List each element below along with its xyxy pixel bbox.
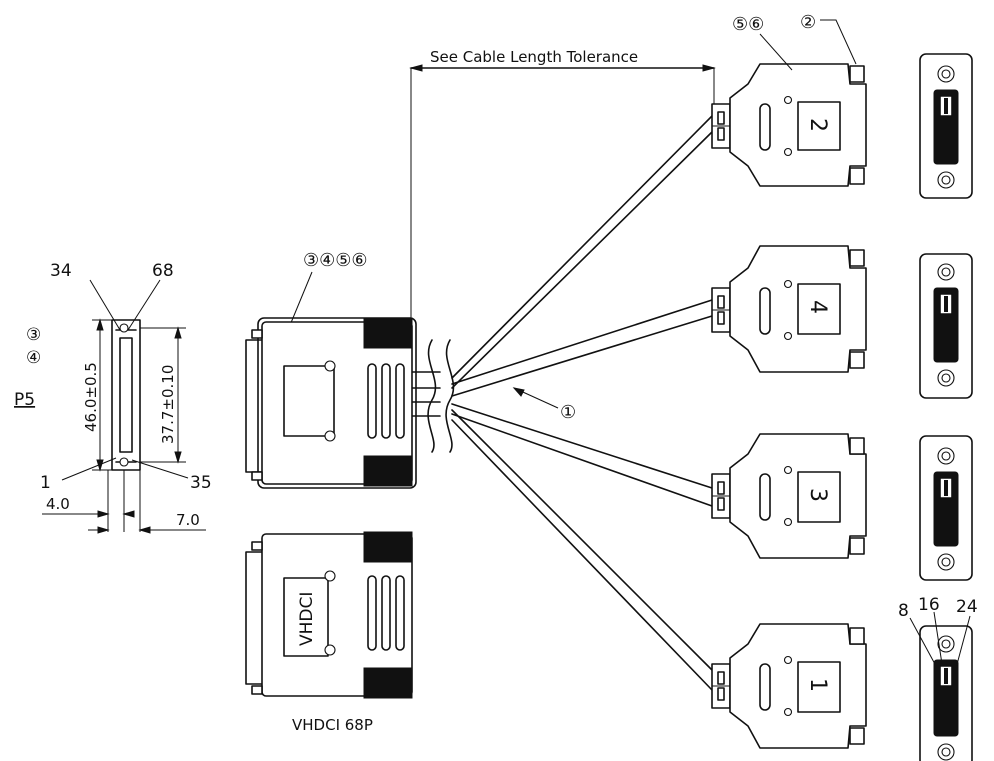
dvi-face-2 xyxy=(919,253,973,399)
callout-branch-top-pair: ⑤⑥ xyxy=(732,14,764,35)
dvi-connector-1: 1 xyxy=(711,623,867,749)
branch-label-3: 3 xyxy=(805,488,830,502)
dvi-face-1 xyxy=(919,53,973,199)
vhdci-connector-top xyxy=(245,317,417,489)
dvi-face-4: 8 16 24 xyxy=(898,595,978,761)
vhdci-caption: VHDCI 68P xyxy=(292,716,373,734)
dim-height-outer: 46.0±0.5 xyxy=(82,362,100,432)
dim-height-inner: 37.7±0.10 xyxy=(159,365,177,444)
cable-length-dimension: See Cable Length Tolerance xyxy=(409,48,716,380)
dvi-pin-8: 8 xyxy=(898,601,909,621)
pin-68-label: 68 xyxy=(152,261,174,281)
dvi-connector-4: 4 xyxy=(711,245,867,373)
dvi-pin-24: 24 xyxy=(956,597,978,617)
callout-cable: ① xyxy=(560,402,576,423)
branch-label-4: 4 xyxy=(805,300,830,314)
callout-main-connector: ③④⑤⑥ xyxy=(303,250,368,271)
dvi-connector-2: 2 xyxy=(711,63,867,187)
vhdci-label: VHDCI xyxy=(297,592,317,646)
branch-label-2: 2 xyxy=(805,118,830,132)
cable-length-tolerance-label: See Cable Length Tolerance xyxy=(430,48,638,66)
pin-35-label: 35 xyxy=(190,473,212,493)
side-view-p5: P5 ③ ④ 34 68 1 35 46.0±0.5 37.7±0.10 xyxy=(14,261,212,534)
branch-label-1: 1 xyxy=(805,678,830,692)
pin-34-label: 34 xyxy=(50,261,72,281)
dim-width-right: 7.0 xyxy=(176,511,200,529)
dvi-connector-3: 3 xyxy=(711,433,867,559)
dim-width-left: 4.0 xyxy=(46,495,70,513)
pin-1-label: 1 xyxy=(40,473,51,493)
side-view-callout-4: ④ xyxy=(26,348,41,368)
side-view-callout-3: ③ xyxy=(26,325,41,345)
dvi-face-3 xyxy=(919,435,973,581)
vhdci-connector-bottom: VHDCI xyxy=(245,531,413,699)
callout-branch-top-right: ② xyxy=(800,12,816,33)
cable-bundle xyxy=(409,115,713,691)
dvi-pin-16: 16 xyxy=(918,595,940,615)
side-view-part-label: P5 xyxy=(14,390,35,410)
